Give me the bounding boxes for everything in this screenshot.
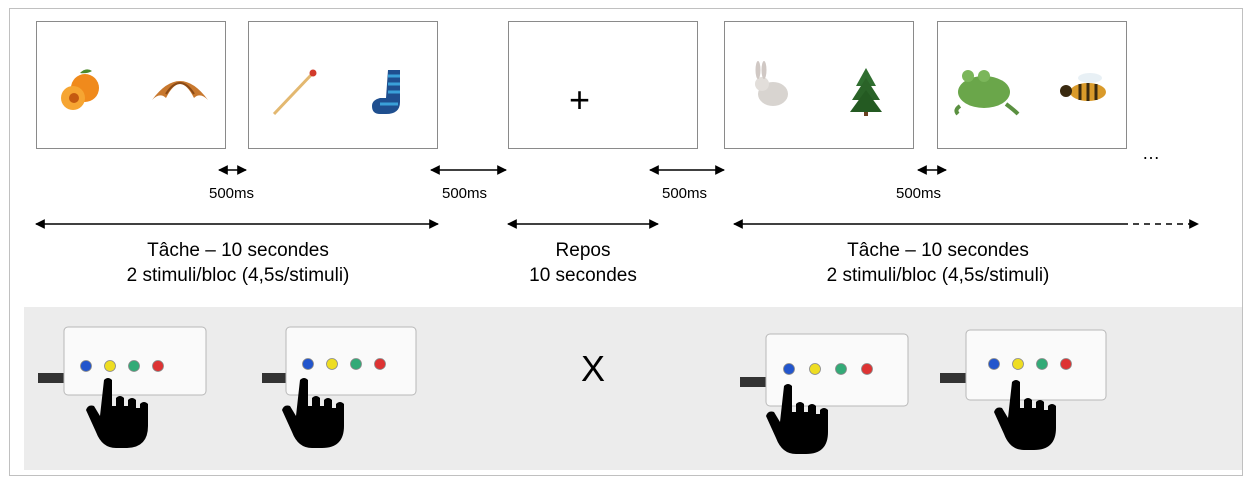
response-button-4 (374, 358, 386, 370)
response-box-1 (38, 326, 207, 448)
response-button-1 (302, 358, 314, 370)
pointing-hand-icon (282, 378, 344, 448)
sock-image (372, 70, 400, 114)
response-box-2 (262, 326, 417, 448)
response-button-1 (783, 363, 795, 375)
response-button-2 (326, 358, 338, 370)
pointing-hand-icon (86, 378, 148, 448)
fixation-cross: + (569, 79, 591, 120)
task-block-right-duration: Tâche – 10 secondes (847, 240, 1029, 261)
response-buttons-3 (783, 363, 873, 375)
response-button-1 (80, 360, 92, 372)
rest-block-duration: 10 secondes (529, 265, 637, 286)
fixation-card (508, 21, 698, 149)
task-block-left-label: Tâche – 10 secondes 2 stimuli/bloc (4,5s… (36, 238, 440, 288)
response-button-3 (350, 358, 362, 370)
response-button-2 (1012, 358, 1024, 370)
task-block-right-label: Tâche – 10 secondes 2 stimuli/bloc (4,5s… (736, 238, 1140, 288)
stimulus-card-1 (36, 21, 226, 149)
response-button-4 (861, 363, 873, 375)
rabbit-image (755, 61, 788, 106)
response-buttons-4 (988, 358, 1072, 370)
response-button-2 (809, 363, 821, 375)
fir-tree-image (850, 68, 882, 116)
interval-label-3: 500ms (662, 185, 708, 202)
task-block-left-stimuli: 2 stimuli/bloc (4,5s/stimuli) (126, 265, 350, 286)
continuation-ellipsis: … (1142, 143, 1160, 163)
response-button-2 (104, 360, 116, 372)
response-button-3 (1036, 358, 1048, 370)
task-block-left-duration: Tâche – 10 secondes (147, 240, 329, 261)
bee-image (1060, 73, 1106, 101)
no-response-mark: X (581, 348, 606, 389)
response-button-3 (128, 360, 140, 372)
interval-label-2: 500ms (442, 185, 488, 202)
response-box-3 (740, 333, 909, 454)
response-buttons-1 (80, 360, 164, 372)
apricot-image (61, 69, 99, 110)
pointing-hand-icon (766, 384, 828, 454)
response-button-1 (988, 358, 1000, 370)
task-block-right-stimuli: 2 stimuli/bloc (4,5s/stimuli) (826, 265, 1050, 286)
response-button-3 (835, 363, 847, 375)
frog-image (954, 70, 1020, 116)
rest-block-title: Repos (555, 240, 611, 261)
response-buttons-2 (302, 358, 386, 370)
match-image (272, 69, 317, 116)
interval-label-1: 500ms (209, 185, 255, 202)
response-button-4 (1060, 358, 1072, 370)
rest-block-label: Repos 10 secondes (500, 238, 666, 288)
interval-label-4: 500ms (896, 185, 942, 202)
stimulus-card-2 (248, 21, 438, 149)
croissant-image (152, 81, 208, 100)
pointing-hand-icon (994, 380, 1056, 450)
response-button-4 (152, 360, 164, 372)
response-box-4 (940, 329, 1107, 450)
